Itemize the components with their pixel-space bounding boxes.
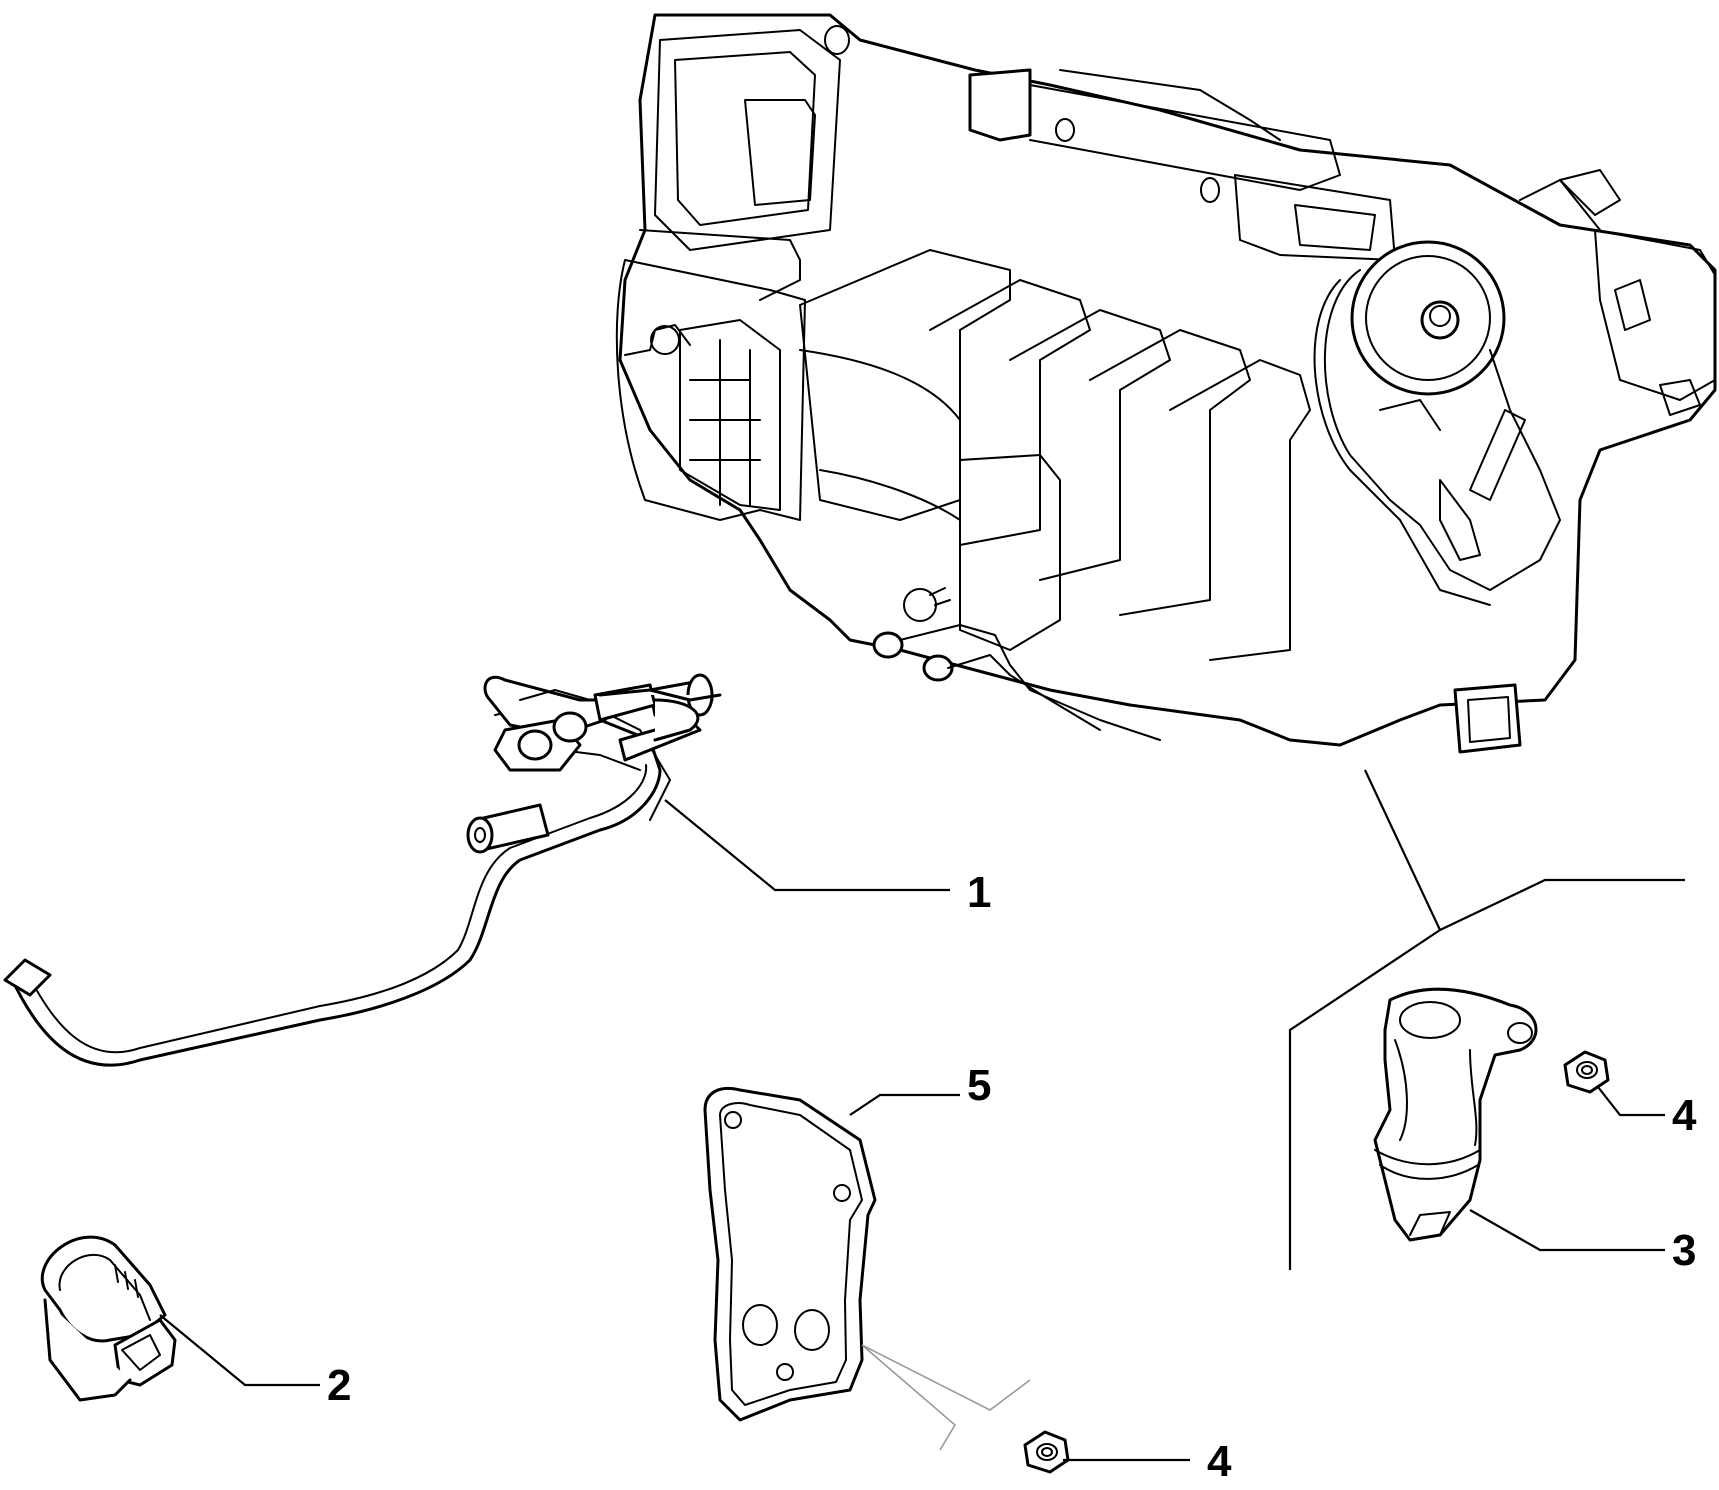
gasket-plate [703, 1086, 877, 1422]
nut-upper [1563, 1050, 1610, 1094]
heater-hose-assembly [3, 673, 722, 1067]
callout-4-lower: 4 [1207, 1437, 1232, 1486]
callout-3: 3 [1672, 1226, 1696, 1275]
nut-lower [1023, 1430, 1070, 1474]
callout-5: 5 [967, 1061, 991, 1110]
hose-clamp [41, 1235, 177, 1402]
callout-labels: 1 2 3 4 4 5 [327, 868, 1697, 1486]
heater-unit [615, 13, 1717, 754]
callout-1: 1 [967, 868, 991, 917]
callout-2: 2 [327, 1361, 351, 1410]
callout-4-upper: 4 [1672, 1091, 1697, 1140]
flanged-elbow [1373, 987, 1538, 1242]
leader-lines [159, 769, 1685, 1462]
